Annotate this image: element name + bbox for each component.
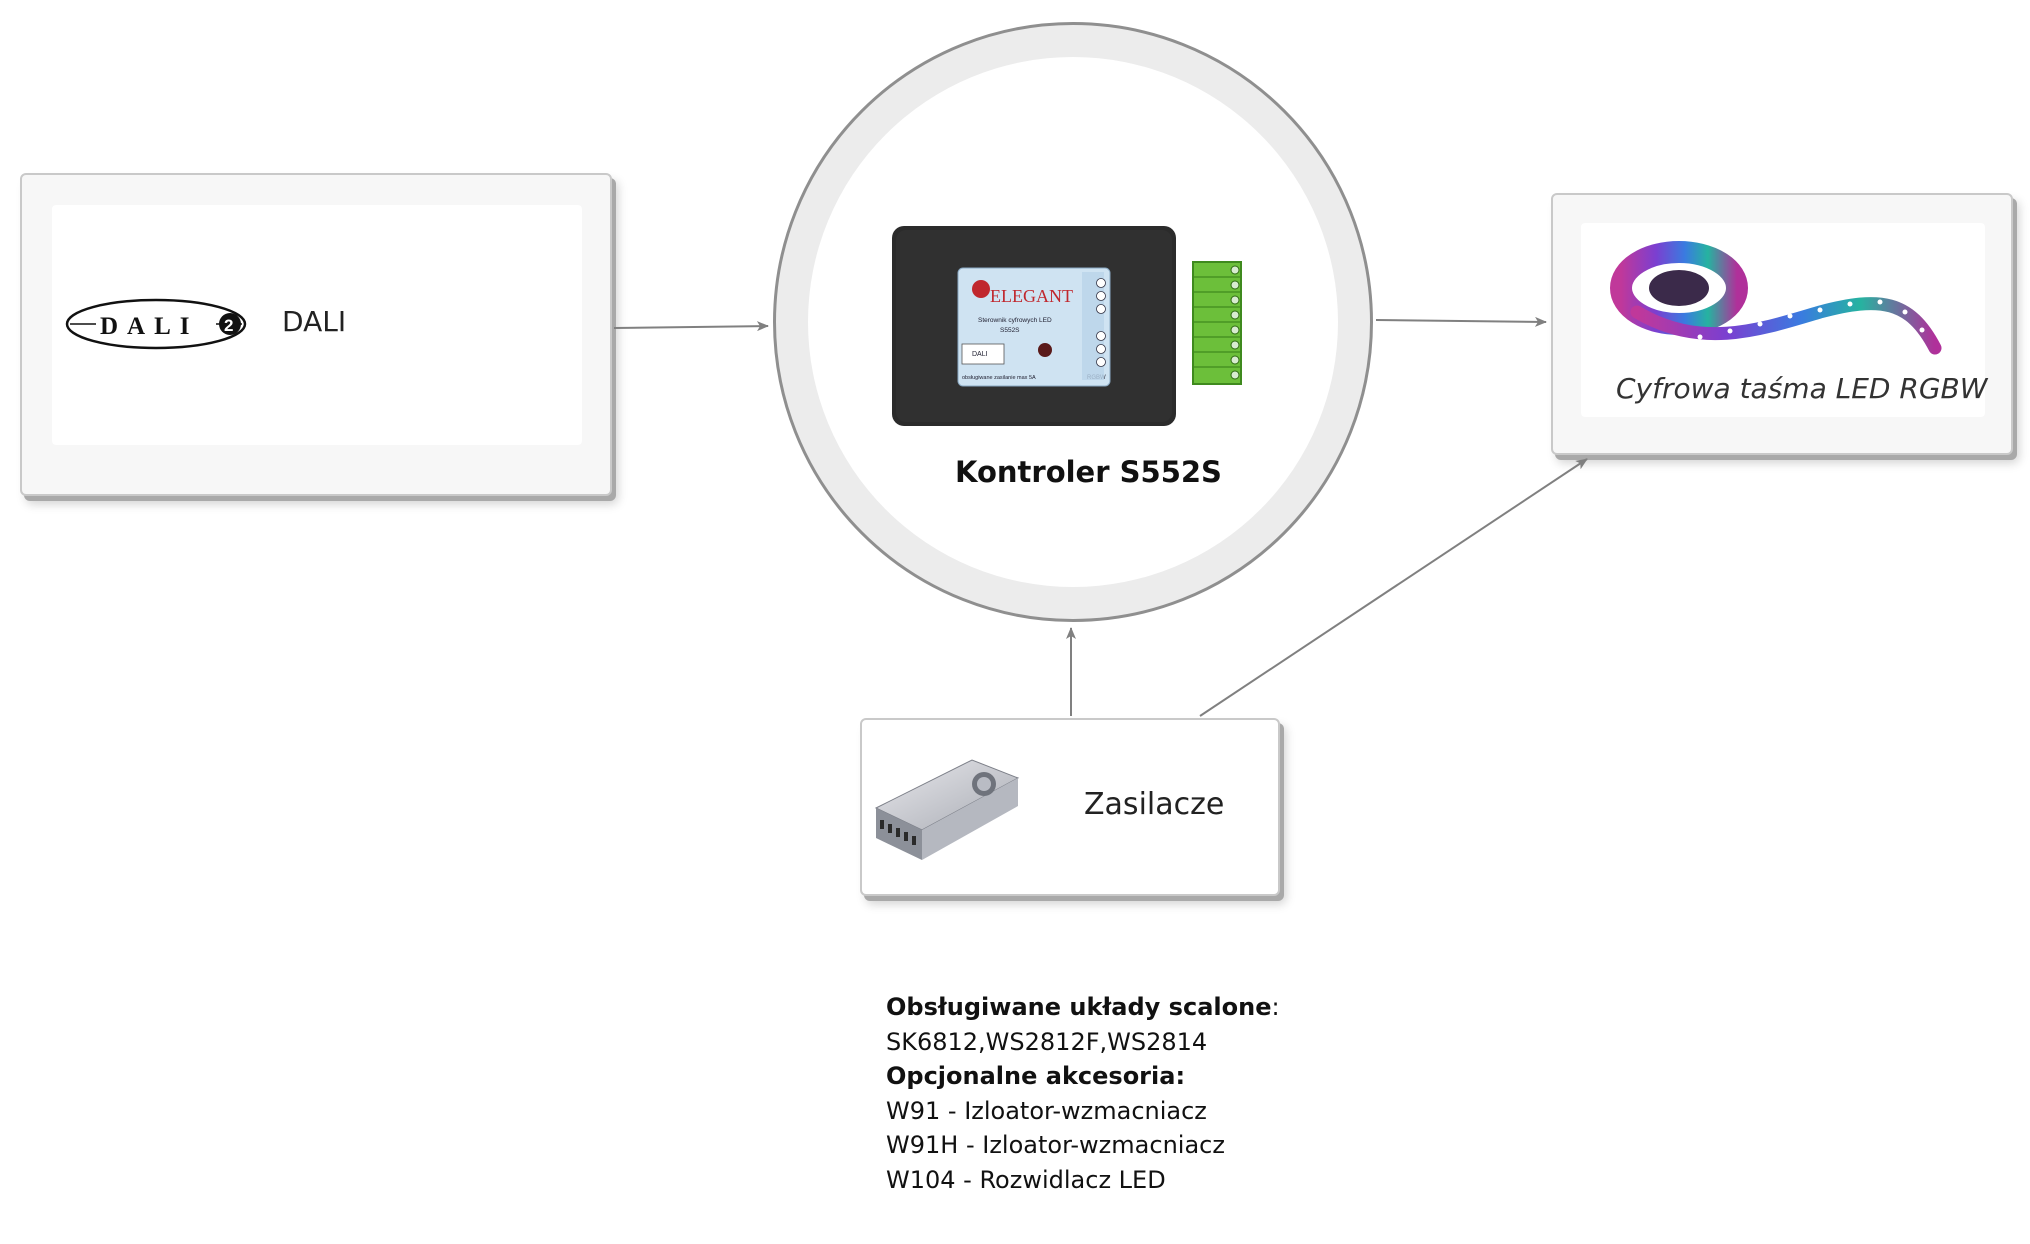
device-brand-text: ELEGANT bbox=[990, 286, 1073, 306]
device-line2-text: S552S bbox=[1000, 327, 1020, 334]
device-bottom-text: obsługiwane zasilanie max 5A bbox=[962, 375, 1036, 381]
chips-heading-line: Obsługiwane układy scalone: bbox=[886, 990, 1280, 1025]
controller-device-image: ELEGANT Sterownik cyfrowych LED S552S DA… bbox=[892, 226, 1176, 426]
accessories-heading: Opcjonalne akcesoria: bbox=[886, 1062, 1186, 1090]
power-supply-image bbox=[874, 759, 1020, 860]
device-line1-text: Sterownik cyfrowych LED bbox=[978, 317, 1052, 324]
accessory-item: W104 - Rozwidlacz LED bbox=[886, 1165, 1166, 1194]
led-strip-image bbox=[1610, 241, 1942, 355]
chips-list: SK6812,WS2812F,WS2814 bbox=[886, 1027, 1208, 1056]
dali-logo: DALI 2 bbox=[65, 298, 247, 350]
arrow-dali-to-controller bbox=[613, 321, 769, 332]
dali-logo-badge: 2 bbox=[224, 316, 233, 335]
arrow-psu-to-led bbox=[1199, 458, 1588, 717]
dali-logo-text: DALI bbox=[100, 313, 199, 340]
info-block: Obsługiwane układy scalone: SK6812,WS281… bbox=[886, 990, 1280, 1197]
accessory-item: W91 - Izloator-wzmacniacz bbox=[886, 1096, 1207, 1125]
device-dali-text: DALI bbox=[972, 351, 988, 358]
accessory-item: W91H - Izloator-wzmacniacz bbox=[886, 1131, 1225, 1159]
controller-label: Kontroler S552S bbox=[955, 455, 1222, 489]
power-supply-label: Zasilacze bbox=[1084, 787, 1225, 822]
chips-colon: : bbox=[1271, 993, 1280, 1021]
led-strip-label: Cyfrowa taśma LED RGBW bbox=[1616, 372, 1988, 405]
chips-heading: Obsługiwane układy scalone bbox=[886, 993, 1272, 1021]
dali-label: DALI bbox=[282, 305, 347, 338]
arrow-controller-to-led bbox=[1375, 316, 1547, 327]
dali-node bbox=[20, 173, 612, 496]
terminal-connector-image bbox=[1192, 261, 1242, 385]
